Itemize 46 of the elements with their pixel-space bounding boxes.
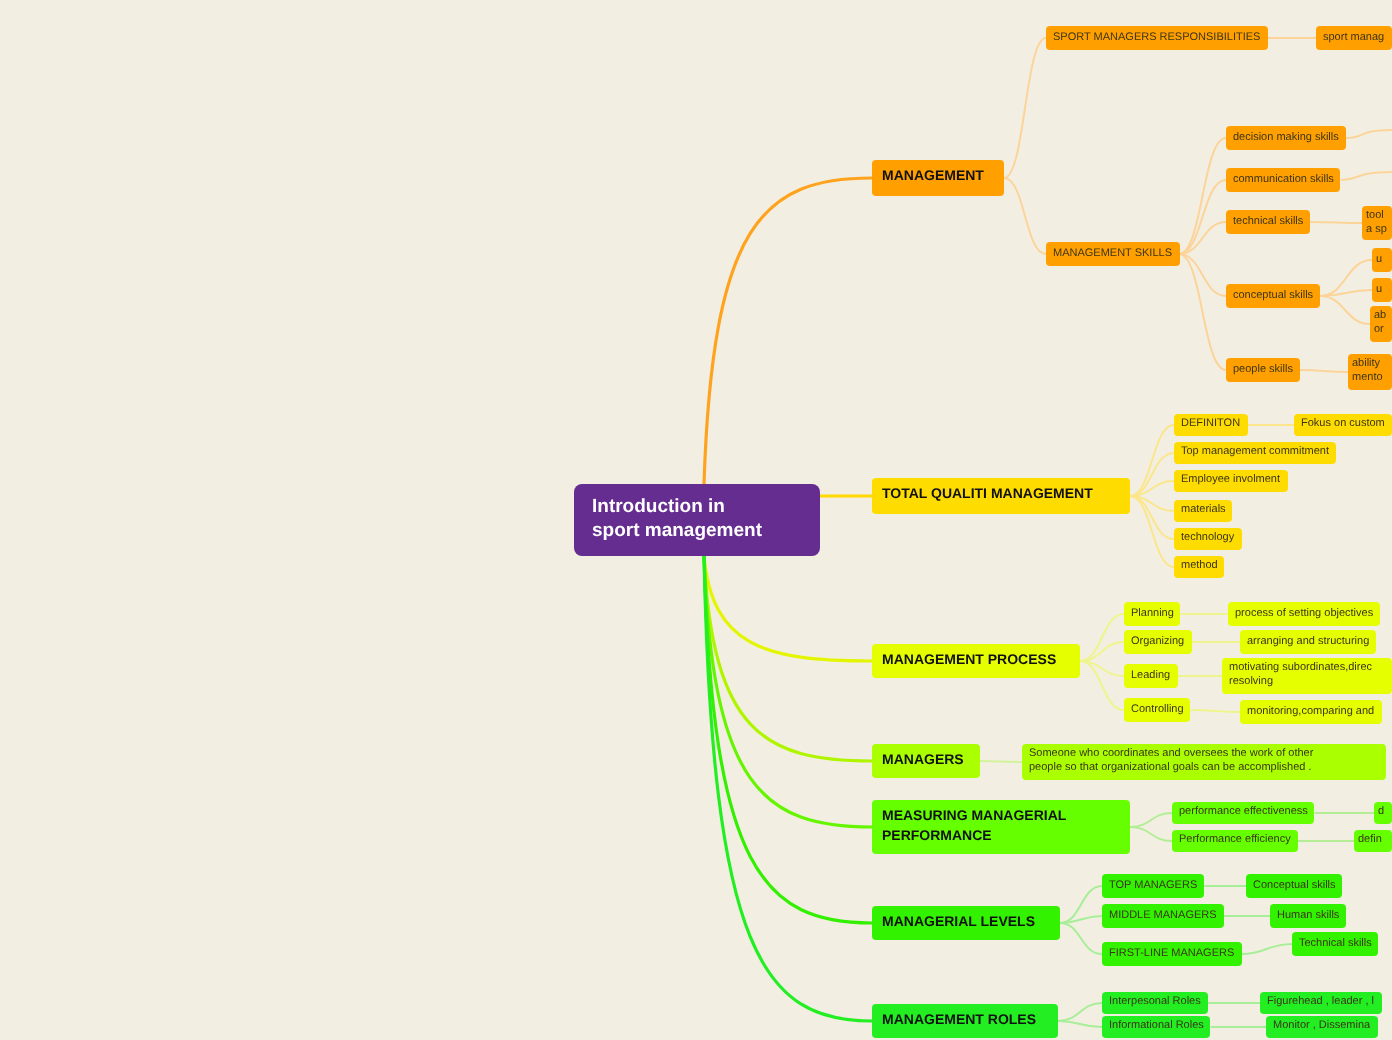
connector-line: [1178, 179, 1227, 255]
connector-line: [1129, 826, 1173, 842]
connector-line: [1296, 840, 1355, 842]
connector-line: [1344, 129, 1392, 139]
branch-line: [820, 494, 872, 498]
connector-line: [1057, 1002, 1103, 1022]
connector-line: [1179, 613, 1229, 615]
connector-line: [1319, 259, 1373, 297]
branch-line: [702, 555, 873, 1023]
connector-line: [1003, 177, 1047, 255]
connector-line: [1178, 137, 1227, 255]
connector-line: [1190, 641, 1241, 643]
connector-line: [1178, 253, 1227, 297]
connector-line: [1129, 495, 1175, 568]
connector-line: [1059, 915, 1103, 924]
connector-line: [1079, 641, 1125, 662]
connector-line: [1059, 922, 1103, 955]
connector-line: [1178, 253, 1227, 371]
connector-line: [1319, 289, 1373, 297]
connector-line: [1178, 221, 1227, 255]
connector-line: [1266, 37, 1317, 39]
connector-line: [1246, 424, 1295, 426]
central-topic-box: Introduction in sport management: [574, 484, 820, 556]
connector-line: [1203, 885, 1247, 887]
connector-line: [1079, 660, 1125, 711]
connector-line: [1129, 424, 1175, 497]
connector-line: [1209, 1026, 1267, 1028]
connector-line: [1240, 943, 1293, 955]
connector-line: [1313, 812, 1375, 814]
connector-line: [1189, 709, 1241, 713]
connector-line: [1129, 452, 1175, 497]
connector-line: [1129, 495, 1175, 540]
connector-line: [1059, 885, 1103, 924]
connector-line: [1057, 1020, 1103, 1028]
connector-line: [1079, 613, 1125, 662]
connector-line: [1298, 369, 1349, 373]
connector-line: [1176, 675, 1223, 677]
connector-line: [1079, 660, 1125, 677]
connector-line: [1222, 915, 1271, 917]
connector-line: [1003, 37, 1047, 179]
connector-line: [1319, 295, 1371, 325]
connector-line: [1339, 171, 1392, 181]
connector-line: [1206, 1002, 1261, 1004]
branch-line: [702, 176, 873, 485]
connector-line: [979, 760, 1023, 763]
connector-line: [1309, 221, 1363, 224]
